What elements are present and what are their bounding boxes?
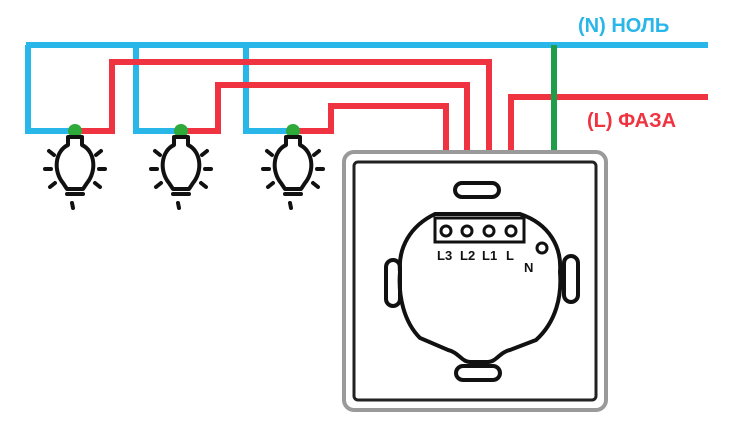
lamp-1 [43, 124, 107, 210]
mounting-slots [384, 181, 580, 382]
light-bulb-icon [261, 124, 325, 210]
light-bulb-icon [149, 124, 213, 210]
terminal-label-l1: L1 [482, 248, 497, 263]
phase-label: (L) ФАЗА [587, 110, 676, 132]
light-bulb-icon [43, 124, 107, 210]
lamp-3 [261, 124, 325, 210]
switch-plate [342, 150, 608, 412]
terminal-l2-screw [460, 224, 474, 238]
neutral-wires [25, 42, 708, 134]
terminal-l1-screw [482, 224, 496, 238]
neutral-label: (N) НОЛЬ [578, 15, 669, 37]
lamp-2 [149, 124, 213, 210]
switch-mechanism [397, 212, 563, 364]
terminal-label-l3: L3 [437, 248, 452, 263]
terminal-label-n: N [524, 260, 533, 275]
terminal-label-l2: L2 [460, 248, 475, 263]
terminal-l-screw [504, 224, 518, 238]
terminal-label-l: L [506, 248, 514, 263]
terminal-block: L3 L2 L1 L N [433, 216, 549, 275]
terminal-l3-screw [439, 224, 453, 238]
terminal-n-screw [535, 241, 549, 255]
